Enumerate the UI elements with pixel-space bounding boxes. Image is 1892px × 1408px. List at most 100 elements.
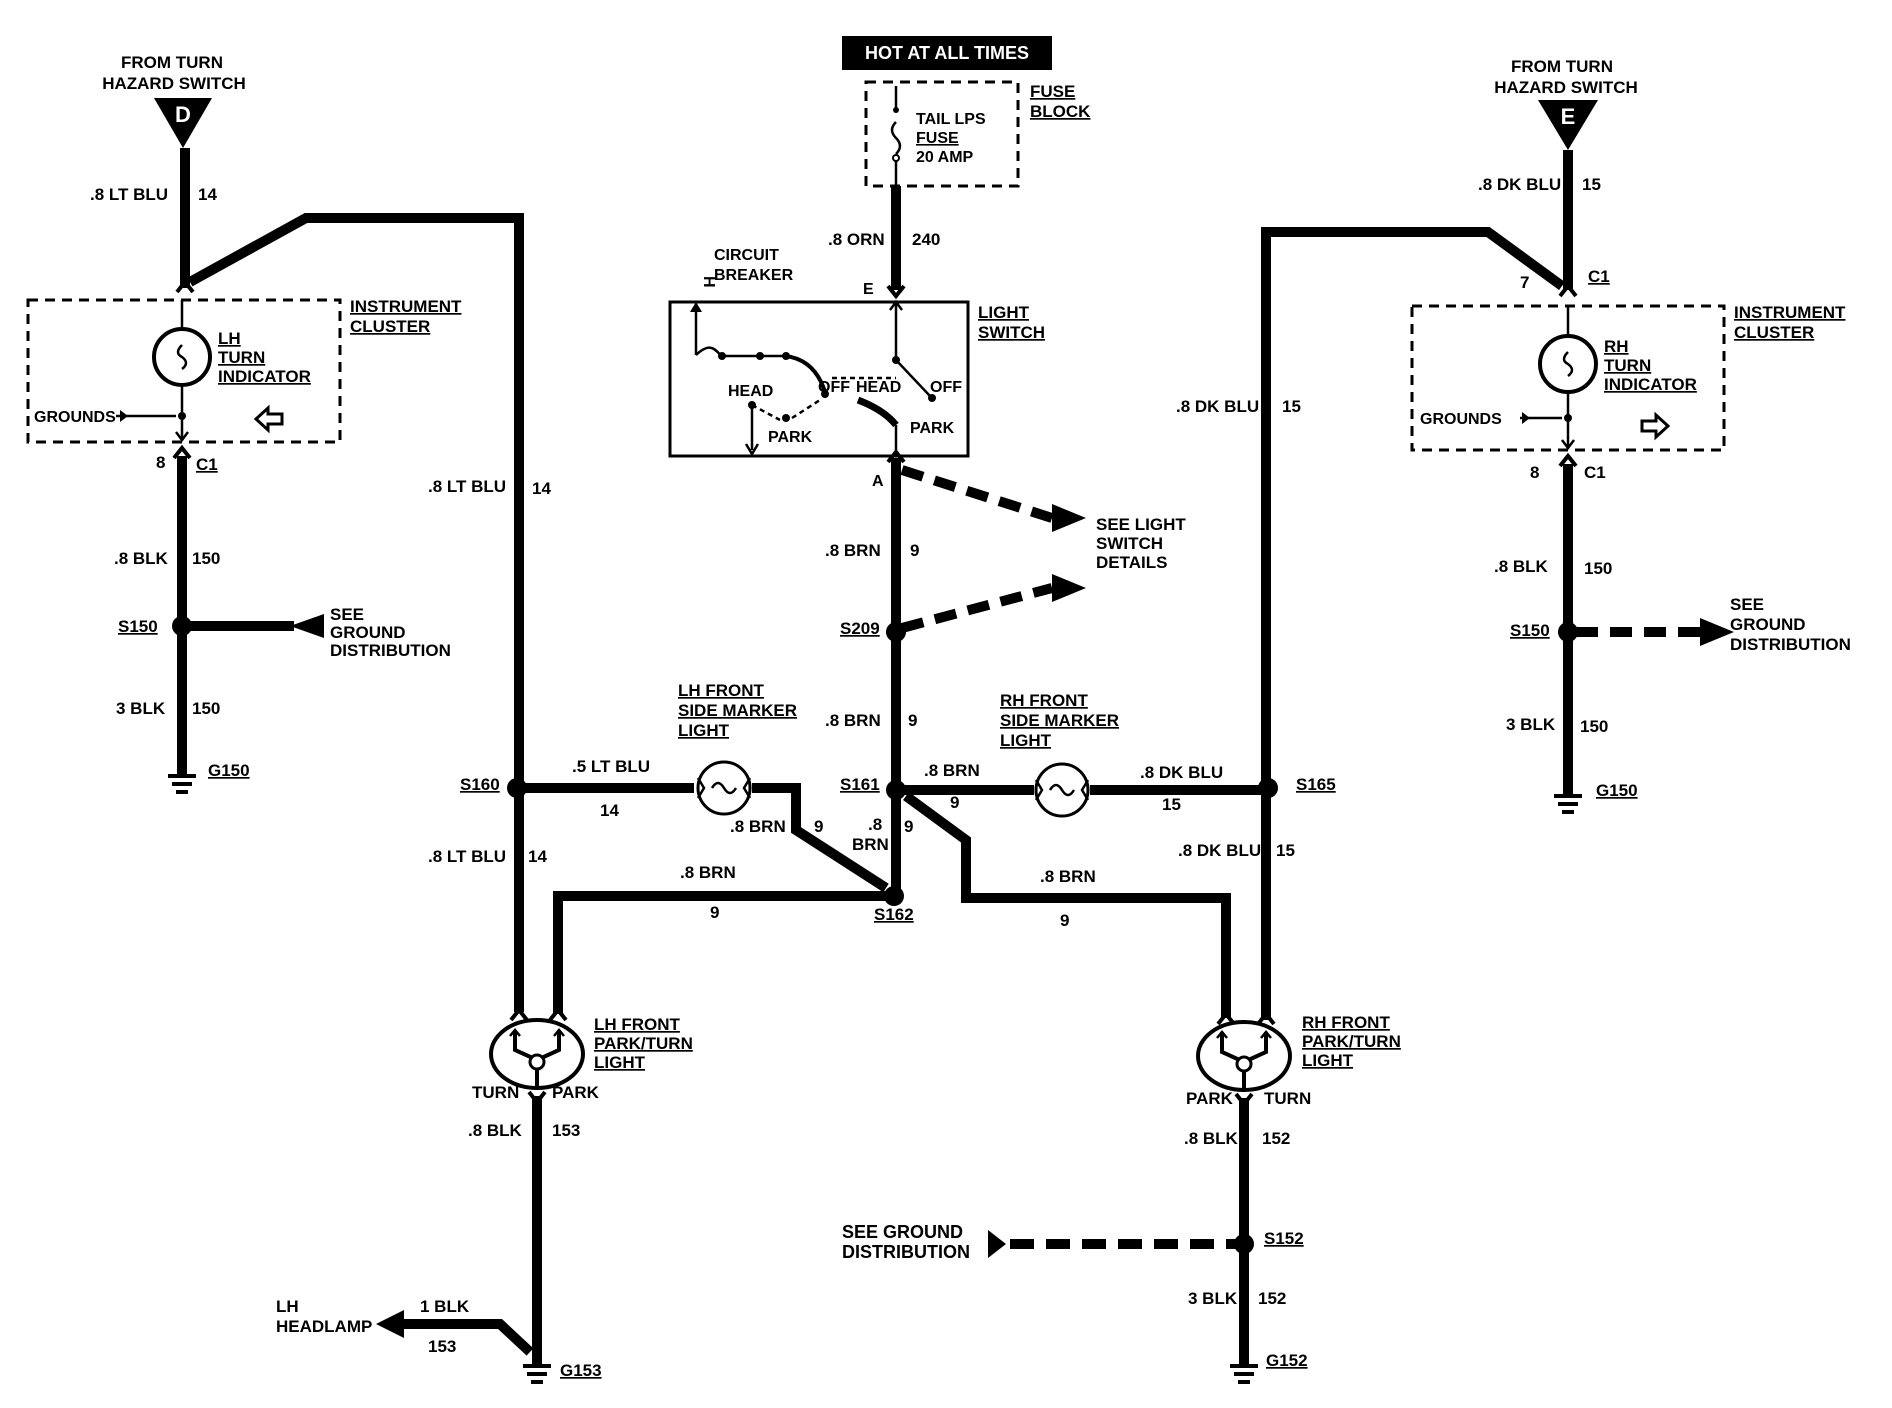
svg-text:FUSE: FUSE: [1030, 82, 1075, 101]
svg-text:S209: S209: [840, 619, 880, 638]
svg-text:.8 DK BLU: .8 DK BLU: [1178, 841, 1261, 860]
svg-text:150: 150: [192, 699, 220, 718]
svg-text:7: 7: [1520, 273, 1529, 292]
svg-text:BREAKER: BREAKER: [714, 267, 794, 284]
svg-text:SWITCH: SWITCH: [978, 323, 1045, 342]
svg-text:LIGHT: LIGHT: [678, 721, 730, 740]
ground-g150-left: [168, 774, 196, 794]
svg-text:HEAD: HEAD: [728, 383, 773, 400]
svg-text:SEE: SEE: [330, 605, 364, 624]
see-light-switch-arrows: SEE LIGHT SWITCH DETAILS: [900, 465, 1186, 633]
svg-text:.8 DK BLU: .8 DK BLU: [1176, 397, 1259, 416]
splice-s209: [886, 622, 906, 642]
svg-text:150: 150: [1584, 559, 1612, 578]
svg-text:BRN: BRN: [852, 835, 889, 854]
svg-text:.8 BRN: .8 BRN: [1040, 867, 1096, 886]
svg-text:GROUND: GROUND: [1730, 615, 1806, 634]
svg-text:GROUND: GROUND: [330, 623, 406, 642]
svg-text:153: 153: [428, 1337, 456, 1356]
svg-text:15: 15: [1276, 841, 1295, 860]
rh-side-marker-light: RH FRONT SIDE MARKER LIGHT: [1000, 691, 1119, 818]
svg-text:DETAILS: DETAILS: [1096, 553, 1167, 572]
svg-text:8: 8: [156, 453, 165, 472]
svg-text:LH FRONT: LH FRONT: [678, 681, 765, 700]
svg-text:CIRCUIT: CIRCUIT: [714, 247, 779, 264]
svg-text:20 AMP: 20 AMP: [916, 149, 974, 166]
svg-text:8: 8: [1530, 463, 1539, 482]
svg-text:DISTRIBUTION: DISTRIBUTION: [1730, 635, 1851, 654]
ground-g150-right: [1554, 794, 1582, 814]
svg-text:RH FRONT: RH FRONT: [1302, 1013, 1390, 1032]
svg-text:PARK: PARK: [552, 1083, 600, 1102]
svg-text:LIGHT: LIGHT: [594, 1053, 646, 1072]
ground-g153: [523, 1364, 551, 1384]
svg-text:RH FRONT: RH FRONT: [1000, 691, 1088, 710]
svg-text:LH FRONT: LH FRONT: [594, 1015, 681, 1034]
svg-text:G150: G150: [208, 761, 250, 780]
svg-text:.8 BRN: .8 BRN: [680, 863, 736, 882]
svg-text:LH: LH: [218, 329, 241, 348]
svg-text:.5 LT BLU: .5 LT BLU: [572, 757, 650, 776]
svg-text:S162: S162: [874, 905, 914, 924]
svg-text:LIGHT: LIGHT: [1000, 731, 1052, 750]
svg-text:SEE LIGHT: SEE LIGHT: [1096, 515, 1186, 534]
svg-text:9: 9: [814, 817, 823, 836]
svg-text:.8 DK BLU: .8 DK BLU: [1478, 175, 1561, 194]
svg-text:FROM TURN: FROM TURN: [1511, 57, 1613, 76]
svg-text:.8 LT BLU: .8 LT BLU: [90, 185, 168, 204]
svg-text:TURN: TURN: [472, 1083, 519, 1102]
svg-text:240: 240: [912, 230, 940, 249]
hot-at-all-times-banner: HOT AT ALL TIMES: [842, 36, 1052, 70]
right-from-turn-hazard: FROM TURN HAZARD SWITCH E: [1494, 57, 1638, 150]
svg-text:152: 152: [1262, 1129, 1290, 1148]
wire-9-rh-park: [903, 791, 1231, 1018]
svg-text:DISTRIBUTION: DISTRIBUTION: [842, 1242, 970, 1262]
wire-153-headlamp: [400, 1319, 534, 1356]
svg-text:C1: C1: [1588, 267, 1610, 286]
svg-text:.8: .8: [868, 815, 882, 834]
svg-text:HEADLAMP: HEADLAMP: [276, 1317, 372, 1336]
svg-text:SEE: SEE: [1730, 595, 1764, 614]
splice-s162: [884, 886, 904, 906]
lh-instrument-cluster: INSTRUMENT CLUSTER LH TURN INDICATOR GRO…: [26, 297, 462, 444]
svg-text:14: 14: [528, 847, 547, 866]
svg-text:INSTRUMENT: INSTRUMENT: [350, 297, 462, 316]
svg-text:9: 9: [1060, 911, 1069, 930]
svg-text:3 BLK: 3 BLK: [116, 699, 166, 718]
light-switch: LIGHT SWITCH H CIRCUIT BREAKER HEAD OFF …: [668, 247, 1045, 458]
svg-text:INDICATOR: INDICATOR: [1604, 375, 1697, 394]
svg-text:.8 BRN: .8 BRN: [730, 817, 786, 836]
splice-s150-right: [1558, 622, 1578, 642]
svg-text:PARK/TURN: PARK/TURN: [1302, 1032, 1401, 1051]
svg-text:S160: S160: [460, 775, 500, 794]
svg-text:.8 LT BLU: .8 LT BLU: [428, 847, 506, 866]
connector-d-icon: [154, 98, 212, 148]
svg-text:D: D: [175, 102, 191, 127]
svg-text:152: 152: [1258, 1289, 1286, 1308]
svg-text:PARK: PARK: [768, 429, 813, 446]
svg-text:3 BLK: 3 BLK: [1188, 1289, 1238, 1308]
svg-text:GROUNDS: GROUNDS: [1420, 411, 1502, 428]
svg-text:15: 15: [1582, 175, 1601, 194]
svg-text:HAZARD SWITCH: HAZARD SWITCH: [1494, 78, 1638, 97]
ground-g152: [1230, 1364, 1258, 1384]
svg-text:S152: S152: [1264, 1229, 1304, 1248]
svg-text:HEAD: HEAD: [856, 379, 901, 396]
rh-instrument-cluster: INSTRUMENT CLUSTER RH TURN INDICATOR GRO…: [1410, 303, 1846, 452]
svg-text:CLUSTER: CLUSTER: [1734, 323, 1814, 342]
lh-side-marker-light: LH FRONT SIDE MARKER LIGHT: [678, 681, 797, 816]
svg-text:.8 BLK: .8 BLK: [114, 549, 169, 568]
svg-text:.8 ORN: .8 ORN: [828, 230, 885, 249]
svg-text:CLUSTER: CLUSTER: [350, 317, 430, 336]
svg-text:LH: LH: [276, 1297, 299, 1316]
svg-text:E: E: [863, 281, 874, 298]
svg-text:DISTRIBUTION: DISTRIBUTION: [330, 641, 451, 660]
svg-text:3 BLK: 3 BLK: [1506, 715, 1556, 734]
svg-text:LIGHT: LIGHT: [1302, 1051, 1354, 1070]
circuit-breaker-icon: [695, 346, 723, 358]
connector-e-icon: [1538, 100, 1598, 150]
svg-text:INSTRUMENT: INSTRUMENT: [1734, 303, 1846, 322]
left-arrow-icon: [253, 404, 284, 434]
svg-text:GROUNDS: GROUNDS: [34, 409, 116, 426]
